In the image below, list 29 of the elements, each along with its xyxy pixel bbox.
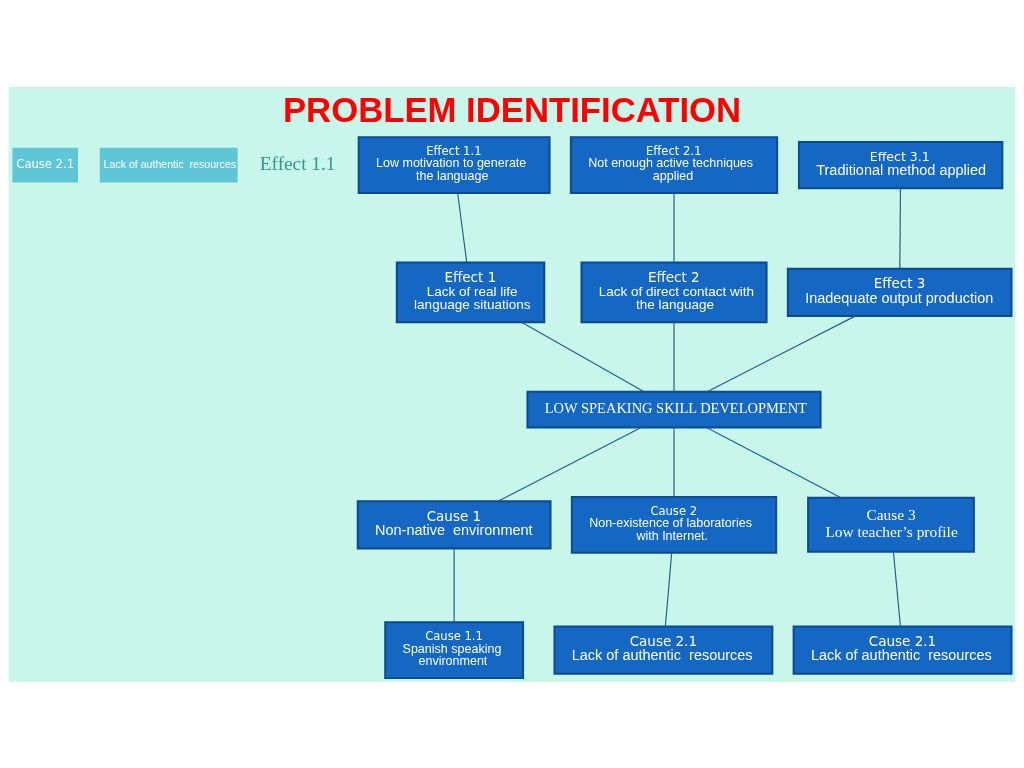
node-box: Cause 1.1 Spanish speaking environment (384, 620, 525, 679)
node-box: Effect 1.1 Low motivation to generate the language (357, 135, 551, 194)
connector (521, 321, 645, 392)
connector (899, 187, 902, 269)
node-box: Cause 2.1 Lack of authentic resources (792, 625, 1013, 675)
connector (705, 426, 842, 498)
connector (453, 547, 455, 623)
connector (706, 315, 856, 392)
connector (664, 551, 673, 627)
connector (892, 550, 901, 627)
node-box: Cause 2.1 Lack of authentic resources (553, 625, 774, 675)
node-box: Cause 2 Non-existence of laboratories with Internet. (570, 495, 778, 554)
node-box: Effect 2.1 Not enough active techniques applied (569, 135, 779, 194)
node-box: Effect 3 Inadequate output production (786, 267, 1013, 317)
diagram-title: PROBLEM IDENTIFICATION (282, 90, 742, 129)
connector (673, 426, 675, 497)
node-box: Cause 3 Low teacher’s profile (807, 496, 975, 553)
node-box: Effect 3.1 Traditional method applied (797, 140, 1004, 189)
label: Cause 2.1 (16, 156, 75, 171)
connector (497, 426, 642, 502)
node-box: Effect 2 Lack of direct contact with the language (580, 261, 768, 323)
connector (457, 192, 468, 263)
node-box: LOW SPEAKING SKILL DEVELOPMENT (526, 390, 822, 428)
node-box: Cause 1 Non-native environment (356, 499, 552, 549)
connector (673, 192, 675, 263)
label: Effect 1.1 (259, 152, 336, 174)
node-box: Effect 1 Lack of real life language situations (395, 261, 546, 323)
label: Lack of authentic resources (103, 157, 237, 170)
connector (673, 321, 675, 392)
